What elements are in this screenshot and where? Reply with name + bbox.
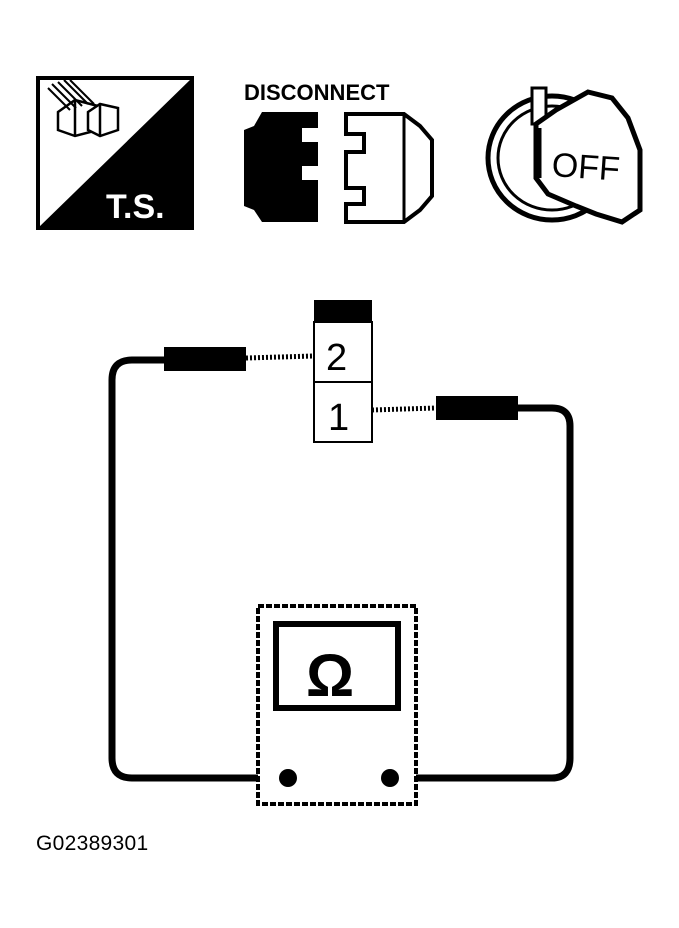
test-lead-left: [108, 347, 315, 782]
terminal-test-icon: T.S.: [36, 76, 194, 230]
connector: 2 1: [313, 300, 373, 443]
probe-handle-right: [436, 396, 518, 420]
test-lead-right: [371, 396, 574, 782]
test-symbol-label: T.S.: [106, 188, 165, 226]
ignition-key-off-icon: OFF: [485, 86, 643, 225]
ohm-symbol: Ω: [306, 642, 354, 709]
disconnect-label: DISCONNECT: [244, 80, 390, 105]
disconnect-connector-icon: DISCONNECT: [244, 80, 434, 224]
probe-handle-left: [164, 347, 246, 371]
figure-id: G02389301: [36, 832, 149, 855]
meter-terminal-negative: [279, 769, 297, 787]
probe-wires-icon: [47, 79, 95, 111]
connector-blocks-icon: [56, 98, 120, 138]
ignition-off-label: OFF: [551, 146, 621, 189]
connector-pin-1: 1: [328, 397, 349, 439]
connector-pin-2: 2: [326, 337, 347, 379]
meter-terminal-positive: [381, 769, 399, 787]
ohmmeter-icon: Ω: [256, 604, 418, 806]
